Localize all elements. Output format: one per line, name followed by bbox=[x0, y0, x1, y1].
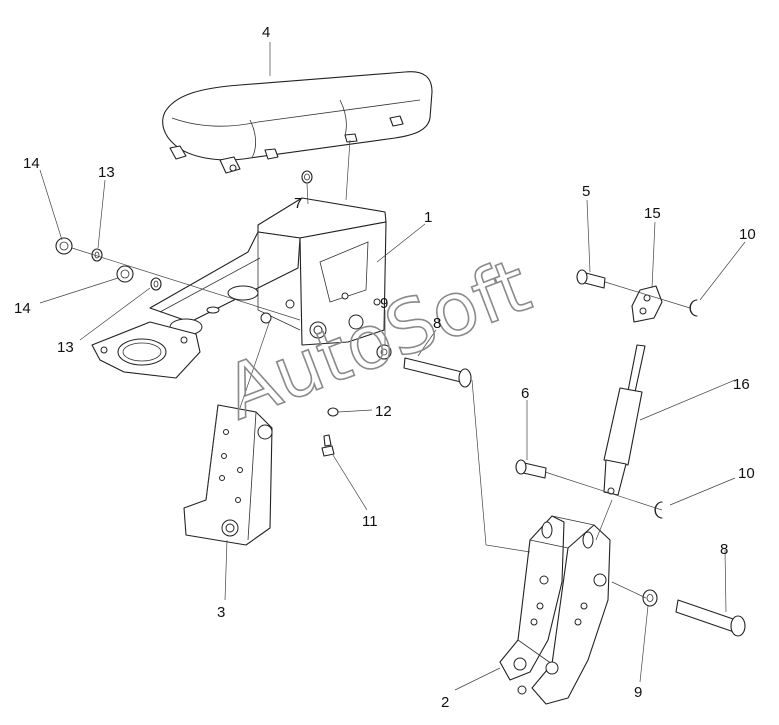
part-gas-spring bbox=[603, 344, 646, 496]
callout-12: 12 bbox=[375, 403, 392, 420]
callout-7: 7 bbox=[294, 195, 302, 212]
part-pin-upper bbox=[403, 357, 472, 388]
part-spacer bbox=[301, 170, 313, 184]
part-clip-lower bbox=[654, 501, 663, 519]
part-washer-9-upper bbox=[376, 344, 392, 360]
callout-13-lower: 13 bbox=[57, 339, 74, 356]
callout-13-upper: 13 bbox=[98, 164, 115, 181]
callout-14-upper: 14 bbox=[23, 155, 40, 172]
callout-9-upper: 9 bbox=[380, 295, 388, 312]
callout-2: 2 bbox=[441, 694, 449, 711]
part-small-screw bbox=[321, 434, 335, 457]
callout-3: 3 bbox=[217, 604, 225, 621]
callout-9-lower: 9 bbox=[634, 684, 642, 701]
callout-14-lower: 14 bbox=[14, 300, 31, 317]
part-nut-upper bbox=[55, 237, 73, 255]
part-clip-upper bbox=[689, 299, 698, 317]
callout-labels: 4 7 1 14 13 14 13 9 8 12 11 3 5 15 10 16… bbox=[14, 24, 756, 711]
part-armrest-cushion bbox=[162, 71, 433, 174]
leader-lines bbox=[39, 42, 746, 691]
part-pin-5 bbox=[576, 269, 606, 289]
part-main-bracket bbox=[91, 197, 387, 379]
callout-6: 6 bbox=[521, 385, 529, 402]
callout-8-lower: 8 bbox=[720, 541, 728, 558]
callout-10-upper: 10 bbox=[739, 226, 756, 243]
part-small-nut bbox=[327, 407, 339, 417]
callout-16: 16 bbox=[733, 376, 750, 393]
part-washer-9-lower bbox=[642, 589, 658, 607]
callout-10-lower: 10 bbox=[738, 465, 755, 482]
callout-1: 1 bbox=[424, 209, 432, 226]
callout-4: 4 bbox=[262, 24, 270, 41]
part-pin-lower bbox=[675, 599, 746, 637]
part-hinge-bracket bbox=[499, 515, 611, 705]
callout-8-upper: 8 bbox=[433, 315, 441, 332]
part-nut-lower bbox=[116, 265, 134, 283]
callout-5: 5 bbox=[582, 183, 590, 200]
callout-11: 11 bbox=[362, 513, 378, 530]
callout-15: 15 bbox=[644, 205, 661, 222]
part-support-bracket bbox=[183, 404, 273, 546]
part-washer-lower bbox=[150, 277, 162, 291]
part-pin-6 bbox=[515, 459, 547, 479]
part-washer-upper bbox=[91, 248, 103, 262]
part-clevis bbox=[631, 285, 663, 323]
